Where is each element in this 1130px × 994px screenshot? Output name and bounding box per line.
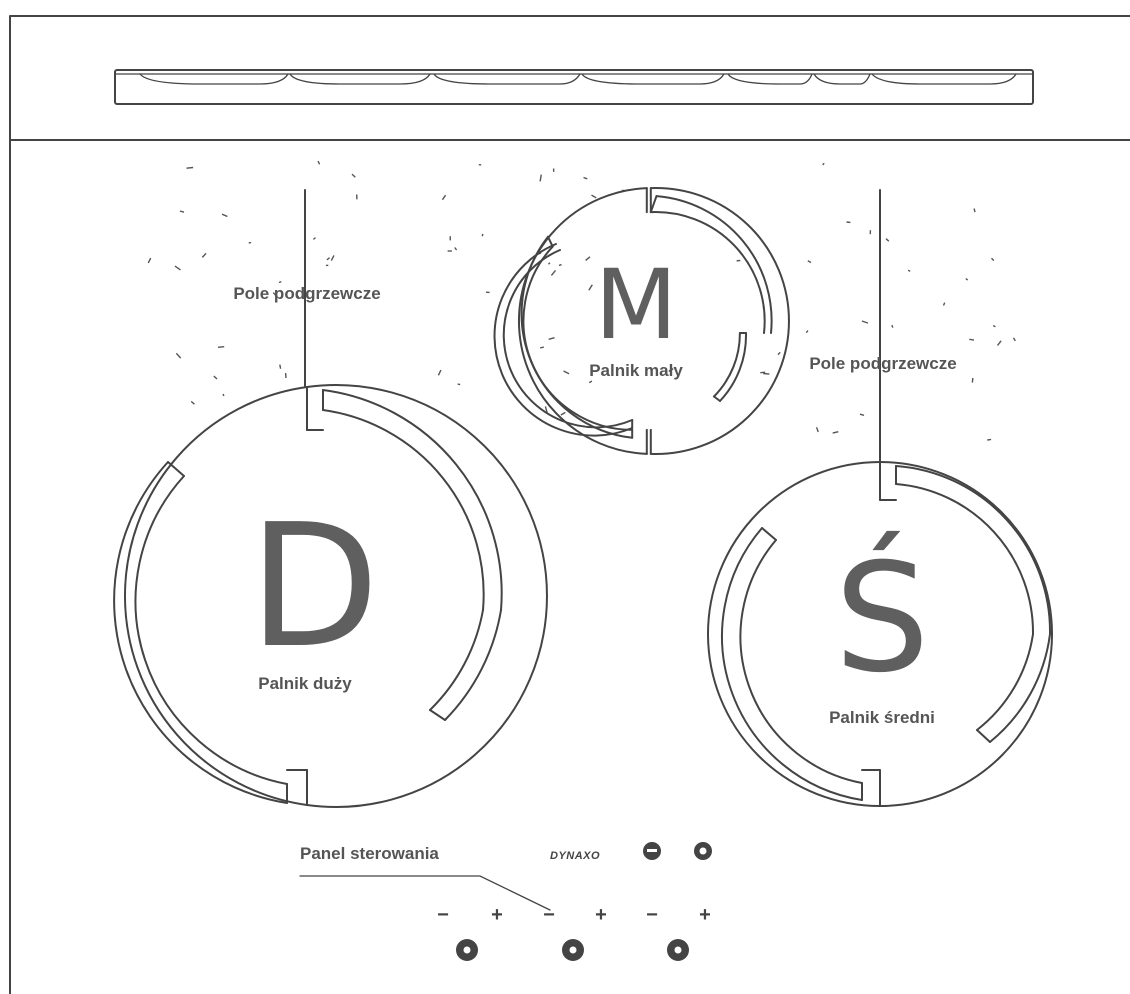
lock-button[interactable] bbox=[694, 842, 712, 860]
small-burner-label: Palnik mały bbox=[589, 361, 683, 380]
speckle bbox=[832, 431, 839, 434]
speckle bbox=[560, 411, 566, 416]
speckle bbox=[326, 257, 330, 261]
speckle bbox=[591, 194, 597, 199]
zone2-plus-button[interactable]: + bbox=[595, 904, 607, 926]
speckle bbox=[548, 262, 551, 265]
warming-zone-left-label: Pole podgrzewcze bbox=[233, 284, 380, 303]
speckle bbox=[544, 406, 548, 413]
speckle bbox=[437, 369, 442, 376]
speckle bbox=[278, 280, 282, 284]
large-burner-letter: D bbox=[249, 488, 380, 686]
speckle bbox=[213, 375, 218, 380]
zone2-selector-button[interactable] bbox=[562, 939, 584, 961]
speckle bbox=[760, 371, 766, 374]
small-burner: M Palnik mały bbox=[493, 187, 790, 455]
speckle bbox=[763, 372, 770, 375]
speckle bbox=[272, 292, 278, 298]
large-burner-label: Palnik duży bbox=[258, 674, 352, 693]
zone2-minus-button[interactable]: − bbox=[543, 904, 555, 926]
speckle bbox=[147, 257, 152, 264]
zone3-plus-button[interactable]: + bbox=[699, 904, 711, 926]
speckle bbox=[563, 370, 570, 375]
speckle bbox=[174, 265, 181, 271]
speckle bbox=[175, 352, 182, 359]
speckle bbox=[296, 294, 300, 298]
warming-zone-right-label: Pole podgrzewcze bbox=[809, 354, 956, 373]
medium-burner-label: Palnik średni bbox=[829, 708, 935, 727]
speckle bbox=[991, 257, 995, 262]
speckle bbox=[588, 380, 593, 384]
speckle bbox=[351, 173, 356, 178]
speckle bbox=[815, 427, 819, 433]
speckle bbox=[312, 237, 316, 240]
speckle bbox=[588, 284, 593, 291]
cooktop-frame bbox=[9, 15, 1130, 994]
vent-strip bbox=[114, 69, 1034, 105]
speckle bbox=[891, 324, 894, 328]
speckle bbox=[186, 166, 194, 169]
speckle bbox=[179, 210, 185, 213]
medium-burner: Ś Palnik średni bbox=[707, 461, 1053, 807]
speckle bbox=[777, 351, 781, 356]
speckle bbox=[222, 393, 225, 397]
speckle bbox=[859, 413, 865, 416]
speckle bbox=[558, 263, 562, 267]
speckle bbox=[221, 213, 228, 218]
medium-burner-letter: Ś bbox=[834, 530, 929, 706]
speckle bbox=[201, 252, 207, 258]
speckle bbox=[660, 288, 663, 292]
zone3-controls: − + bbox=[646, 904, 711, 961]
speckle bbox=[217, 346, 225, 348]
speckle bbox=[805, 330, 809, 334]
speckle bbox=[965, 278, 969, 281]
speckle bbox=[550, 269, 557, 276]
speckle bbox=[604, 320, 607, 325]
speckle bbox=[987, 438, 992, 441]
zone2-controls: − + bbox=[543, 904, 607, 961]
speckle bbox=[885, 238, 890, 242]
speckle bbox=[807, 260, 812, 264]
speckle bbox=[822, 162, 825, 166]
speckle bbox=[942, 302, 946, 306]
speckle bbox=[583, 176, 588, 180]
brand-logo: DYNAXO bbox=[550, 850, 600, 862]
speckle bbox=[279, 364, 282, 369]
zone3-selector-button[interactable] bbox=[667, 939, 689, 961]
speckle bbox=[317, 160, 321, 165]
zone1-selector-button[interactable] bbox=[456, 939, 478, 961]
small-burner-letter: M bbox=[595, 249, 678, 361]
speckle bbox=[441, 194, 447, 201]
control-panel: Panel sterowania DYNAXO − + − + bbox=[299, 842, 712, 961]
speckle bbox=[330, 255, 335, 261]
zone3-minus-button[interactable]: − bbox=[646, 904, 658, 926]
speckle bbox=[996, 340, 1002, 346]
speckle-texture bbox=[147, 160, 1016, 441]
speckle bbox=[969, 338, 975, 341]
control-panel-label: Panel sterowania bbox=[300, 844, 439, 863]
speckle bbox=[248, 241, 252, 244]
speckle bbox=[457, 383, 461, 386]
speckle bbox=[481, 233, 484, 237]
zone1-minus-button[interactable]: − bbox=[437, 904, 449, 926]
control-panel-leader-line bbox=[299, 875, 551, 911]
speckle bbox=[992, 324, 996, 328]
zone1-controls: − + bbox=[437, 904, 503, 961]
speckle bbox=[454, 247, 458, 251]
speckle bbox=[973, 208, 976, 213]
large-burner: D Palnik duży bbox=[113, 384, 548, 808]
speckle bbox=[585, 256, 591, 261]
speckle bbox=[548, 337, 555, 340]
power-button[interactable] bbox=[643, 842, 661, 860]
speckle bbox=[539, 174, 542, 182]
speckle bbox=[1012, 337, 1016, 342]
speckle bbox=[861, 320, 869, 324]
speckle bbox=[907, 269, 911, 272]
speckle bbox=[540, 346, 544, 349]
speckle bbox=[190, 400, 195, 405]
zone1-plus-button[interactable]: + bbox=[491, 904, 503, 926]
